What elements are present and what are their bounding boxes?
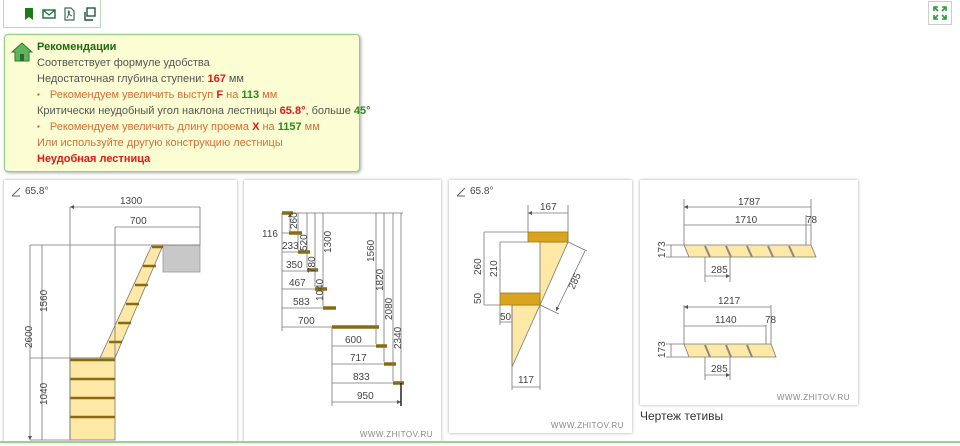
stair-side-view-panel [4,180,237,442]
formula-status: Соответствует формуле удобства [37,57,210,69]
pdf-icon[interactable] [62,6,76,21]
stringer-panel: WWW.ZHITOV.RU [640,180,858,405]
angle-warning: Критически неудобный угол наклона лестни… [37,105,371,117]
overhang-recommendation: Рекомендуем увеличить выступ F на 113 мм [37,87,371,103]
step-coordinates-panel: WWW.ZHITOV.RU [244,180,441,442]
bottom-divider [0,441,960,443]
expand-button[interactable] [928,1,952,25]
opening-recommendation: Рекомендуем увеличить длину проема X на … [37,119,371,135]
mail-icon[interactable] [42,7,56,21]
stringer-caption: Чертеж тетивы [640,409,724,423]
copy-icon[interactable] [82,6,96,21]
watermark: WWW.ZHITOV.RU [359,430,433,439]
recommendations-box: Рекомендации Соответствует формуле удобс… [4,34,371,172]
watermark: WWW.ZHITOV.RU [550,421,624,430]
toolbar [3,0,101,28]
bookmark-icon[interactable] [22,7,36,21]
alternative-suggestion: Или используйте другую конструкцию лестн… [37,137,283,149]
step-detail-panel: WWW.ZHITOV.RU [449,180,632,433]
house-icon [11,42,33,62]
expand-icon [933,6,947,20]
recommendations-title: Рекомендации [37,41,117,53]
step-depth-warning: Недостаточная глубина ступени: 167 мм [37,73,244,85]
verdict: Неудобная лестница [37,153,151,165]
watermark: WWW.ZHITOV.RU [776,393,850,402]
